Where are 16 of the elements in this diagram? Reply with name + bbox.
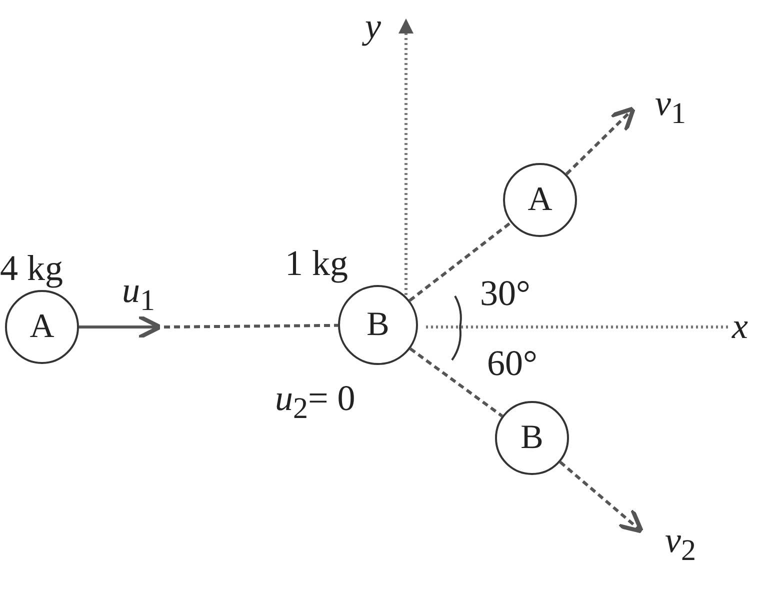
ball: B <box>338 285 418 365</box>
connector-line <box>164 324 338 328</box>
arrow <box>79 314 162 340</box>
connector-line <box>409 347 504 418</box>
diagram-label: 60° <box>487 345 538 381</box>
mass-label: 4 kg <box>0 250 63 286</box>
connector-line <box>408 221 512 302</box>
diagram-label: 30° <box>480 275 530 311</box>
ball: A <box>503 163 577 237</box>
velocity-label: u$_{2}$= 0 <box>275 380 356 424</box>
mass-label: 1 kg <box>285 245 348 281</box>
ball: B <box>495 401 569 475</box>
ball: A <box>5 290 79 364</box>
arrow <box>565 106 636 176</box>
diagram-label: x <box>732 308 748 344</box>
arrow <box>559 460 644 534</box>
